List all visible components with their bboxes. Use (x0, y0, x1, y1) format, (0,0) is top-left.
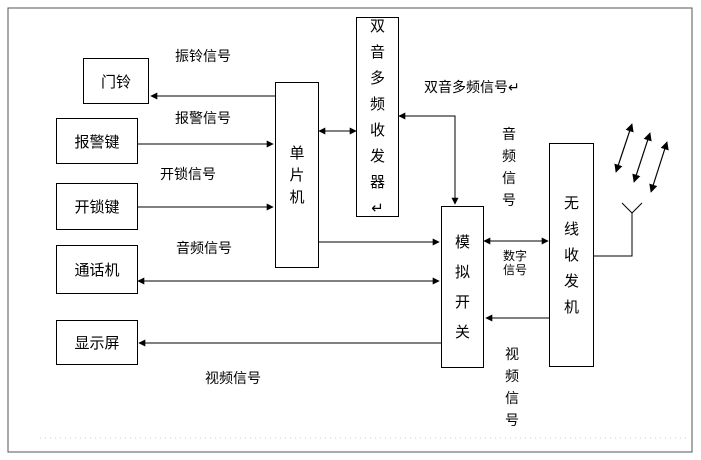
outer-border (7, 7, 693, 453)
vertical-char: 发 (369, 147, 385, 165)
vertical-char: ↵ (371, 199, 384, 217)
vertical-char: 信 (505, 391, 519, 407)
alarm-signal-label: 报警信号 (175, 111, 231, 127)
digital-signal-label: 数字信号 (503, 249, 527, 277)
vertical-char: 频 (505, 369, 519, 385)
vertical-char: 关 (454, 323, 470, 341)
vertical-char: 无 (563, 194, 579, 212)
vertical-char: 片 (289, 166, 305, 184)
antenna-icon (621, 202, 643, 214)
unlock-key-label: 开锁键 (74, 198, 120, 216)
doorbell-box: 门铃 (83, 58, 149, 104)
radio-wave-arrow-3 (649, 141, 669, 193)
vertical-char: 音 (369, 43, 385, 61)
display-label: 显示屏 (74, 334, 120, 352)
vertical-char: 发 (563, 272, 579, 290)
vertical-char: 视 (505, 347, 519, 363)
handset-label: 通话机 (74, 261, 120, 279)
dtmf-signal-label: 双音多频信号↵ (424, 80, 520, 96)
vertical-char: 号 (502, 193, 516, 209)
video-signal-vertical-label: 视频信号 (505, 344, 519, 432)
audio-signal-vertical-label: 音频信号 (502, 124, 516, 212)
handset-box: 通话机 (56, 245, 138, 294)
unlock-signal-label: 开锁信号 (160, 167, 216, 183)
mcu-box: 单片机 (275, 82, 319, 268)
vertical-char: 双 (369, 17, 385, 35)
radio-wave-arrow-1 (614, 123, 634, 173)
vertical-char: 频 (502, 149, 516, 165)
vertical-char: 单 (289, 144, 305, 162)
vertical-char: 信 (502, 171, 516, 187)
vertical-char: 机 (563, 298, 579, 316)
vertical-char-line: 信号 (503, 263, 528, 277)
wireless-transceiver-label: 无线收发机 (564, 190, 579, 320)
alarm-key-box: 报警键 (56, 118, 138, 164)
audio-signal-label: 音频信号 (176, 241, 232, 257)
analog-switch-label: 模拟开关 (455, 227, 470, 347)
alarm-key-label: 报警键 (74, 132, 120, 151)
dtmf-transceiver-box: 双音多频收发器 ↵ (356, 17, 399, 217)
video-signal-label: 视频信号 (205, 371, 261, 387)
vertical-char: 拟 (454, 263, 470, 281)
antenna-feed (594, 213, 633, 257)
mcu-label: 单片机 (289, 142, 304, 208)
vertical-char: 器 (369, 173, 385, 191)
unlock-key-box: 开锁键 (56, 183, 138, 230)
vertical-char: 号 (505, 413, 519, 429)
vertical-char: 多 (369, 69, 385, 87)
display-box: 显示屏 (56, 320, 138, 365)
ring-signal-label: 振铃信号 (175, 49, 231, 65)
vertical-char: 模 (454, 233, 470, 251)
vertical-char: 频 (369, 95, 385, 113)
vertical-char: 线 (563, 220, 579, 238)
vertical-char-line: 数字 (503, 249, 528, 263)
analog-switch-box: 模拟开关 (441, 206, 484, 368)
vertical-char: 开 (454, 293, 470, 311)
arrow-dtmf-switch (398, 112, 459, 205)
vertical-char: 收 (369, 121, 385, 139)
doorbell-label: 门铃 (100, 72, 131, 91)
vertical-char: 收 (563, 246, 579, 264)
wireless-transceiver-box: 无线收发机 (549, 143, 594, 367)
dtmf-transceiver-label: 双音多频收发器 ↵ (370, 13, 385, 221)
vertical-char: 音 (502, 127, 516, 143)
vertical-char: 机 (289, 188, 305, 206)
radio-wave-arrow-2 (632, 132, 652, 183)
